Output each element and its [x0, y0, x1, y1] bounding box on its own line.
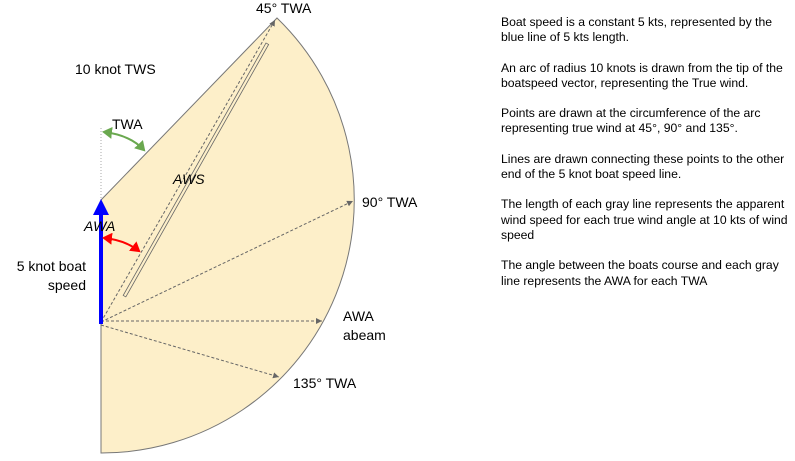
note-6: The angle between the boats course and e… — [501, 258, 779, 288]
label-awa: AWA — [84, 218, 116, 234]
label-45-twa: 45° TWA — [256, 0, 312, 16]
label-boat-speed: 5 knot boat speed — [16, 258, 86, 293]
aws-line-45 — [100, 19, 276, 323]
label-awa-abeam: AWA abeam — [343, 308, 386, 343]
label-tws: 10 knot TWS — [75, 61, 156, 77]
aws-line-135 — [100, 324, 280, 379]
note-4: Lines are drawn connecting these points … — [501, 151, 785, 182]
awa-angle-arrow — [102, 232, 141, 253]
true-wind-sector — [100, 17, 355, 454]
aws-label-bar — [122, 42, 270, 298]
label-135-twa: 135° TWA — [293, 375, 357, 391]
aws-line-90 — [100, 200, 354, 323]
note-5: The length of each gray line represents … — [501, 197, 788, 242]
note-2: An arc of radius 10 knots is drawn from … — [501, 60, 783, 90]
note-1: Boat speed is a constant 5 kts, represen… — [501, 15, 772, 45]
twa-angle-arrow — [102, 126, 146, 152]
label-aws: AWS — [173, 171, 205, 187]
explanation-notes: Boat speed is a constant 5 kts, represen… — [501, 15, 791, 304]
note-3: Points are drawn at the circumference of… — [501, 106, 761, 136]
label-90-twa: 90° TWA — [362, 194, 418, 210]
label-twa: TWA — [112, 116, 143, 132]
